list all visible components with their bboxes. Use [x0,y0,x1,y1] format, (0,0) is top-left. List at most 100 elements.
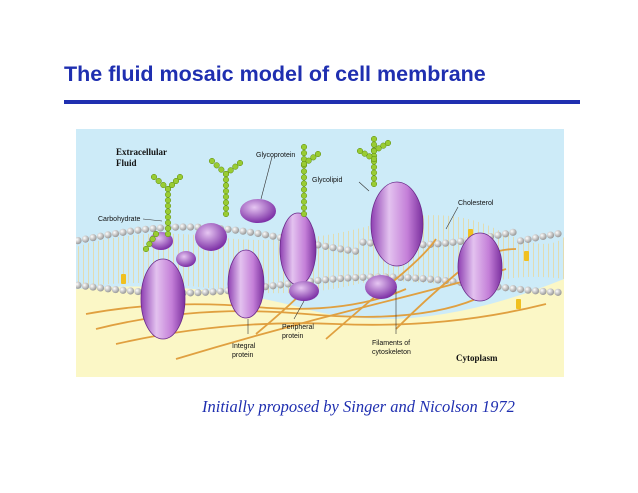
carbohydrate-bead [213,162,220,169]
carbohydrate-bead [222,205,230,212]
phospholipid-head [509,228,517,236]
phospholipid-head [501,230,510,238]
phospholipid-head [336,245,345,253]
label-integral: Integral [232,343,256,350]
label-carbohydrate: Carbohydrate [98,216,141,223]
phospholipid-head [284,280,292,288]
carbohydrate-bead [370,155,378,163]
phospholipid-head [141,225,150,233]
phospholipid-head [134,226,142,234]
phospholipid-head [254,229,262,238]
label-integral-protein: protein [232,352,254,359]
phospholipid-head [104,231,112,239]
carbohydrate-bead [361,150,368,157]
carbohydrate-bead [232,163,239,170]
phospholipid-head [336,274,345,283]
phospholipid-head [246,228,255,236]
carbohydrate-bead [164,230,172,238]
slide-title: The fluid mosaic model of cell membrane [64,62,486,86]
carbohydrate-bead [370,180,378,188]
phospholipid-head [546,288,555,296]
carbohydrate-bead [222,193,230,200]
phospholipid-head [119,286,127,294]
phospholipid-head [554,230,562,238]
carbohydrate-bead [164,197,172,204]
label-leaders [142,156,459,334]
carbohydrate-bead [300,210,308,218]
phospholipid-head [546,231,555,239]
carbohydrate-bead [164,191,172,198]
carbohydrate-chains [142,135,392,253]
phospholipid-head [119,228,127,236]
phospholipid-head [171,223,180,231]
phospholipid-head [179,223,187,231]
carbohydrate-bead [300,160,308,168]
carbohydrate-bead [222,199,230,206]
phospholipid-head [186,289,195,297]
carbohydrate-bead [168,181,176,189]
phospholipid-head [494,231,502,239]
phospholipid-head [509,285,517,293]
phospholipid-head [501,284,510,292]
carbohydrate-bead [164,219,172,226]
carbohydrate-bead [300,192,308,199]
phospholipid-head [321,242,330,250]
phospholipid-head [76,281,82,289]
phospholipid-head [359,273,367,281]
carbohydrate-bead [300,143,308,151]
carbohydrate-bead [222,188,230,195]
phospholipid-head [89,234,97,242]
phospholipid-head [231,226,240,234]
label-glycoprotein: Glycoprotein [256,152,295,159]
phospholipid-head [366,239,375,247]
peripheral-protein [149,199,397,301]
phospholipid-head [419,241,427,249]
carbohydrate-bead [370,141,378,148]
phospholipid-head [314,276,322,285]
carbohydrate-bead [380,142,387,149]
phospholipid-head [126,227,135,235]
carbohydrate-bead [300,168,308,175]
phospholipid-head [104,285,112,293]
phospholipid-head [149,224,157,233]
carbohydrate-bead [172,177,180,185]
carbohydrate-bead [152,230,160,238]
phospholipid-head [96,232,105,240]
phospholipid-head [351,274,360,282]
phospholipid-head [419,275,427,283]
carbohydrate-bead [370,135,378,143]
carbohydrate-bead [176,173,184,181]
phospholipid-head [96,284,105,292]
carbohydrate-bead [310,154,317,161]
carbohydrate-bead [370,164,378,171]
phospholipid-head [329,275,337,283]
carbohydrate-bead [300,186,308,193]
phospholipid-head [426,240,435,248]
phospholipid-head [539,287,547,296]
carbohydrate-bead [236,159,244,167]
phospholipid-head [126,287,135,295]
label-peripheral-protein: protein [282,333,304,340]
phospholipid-head [434,276,442,284]
phospholipid-head [426,275,435,283]
carbohydrate-bead [150,173,158,181]
phospholipid-head [194,289,202,297]
label-extracellular-fluid: Fluid [116,158,137,168]
caption: Initially proposed by Singer and Nicolso… [202,397,515,416]
phospholipid-head [89,283,97,291]
label-peripheral: Peripheral [282,324,314,331]
membrane-diagram: Extracellular Fluid Glycoprotein Glycoli… [76,129,564,377]
phospholipid-head [531,287,540,295]
label-cholesterol: Cholesterol [458,200,494,207]
phospholipid-head [201,288,210,296]
phospholipid-head [411,274,420,282]
carbohydrate-bead [160,181,167,189]
carbohydrate-bead [222,210,230,218]
carbohydrate-bead [218,166,225,173]
carbohydrate-bead [384,139,392,147]
carbohydrate-bead [164,185,172,193]
carbohydrate-bead [227,167,234,174]
phospholipid-head [554,288,562,296]
phospholipid-head [456,237,465,246]
phospholipid-head [134,287,142,296]
